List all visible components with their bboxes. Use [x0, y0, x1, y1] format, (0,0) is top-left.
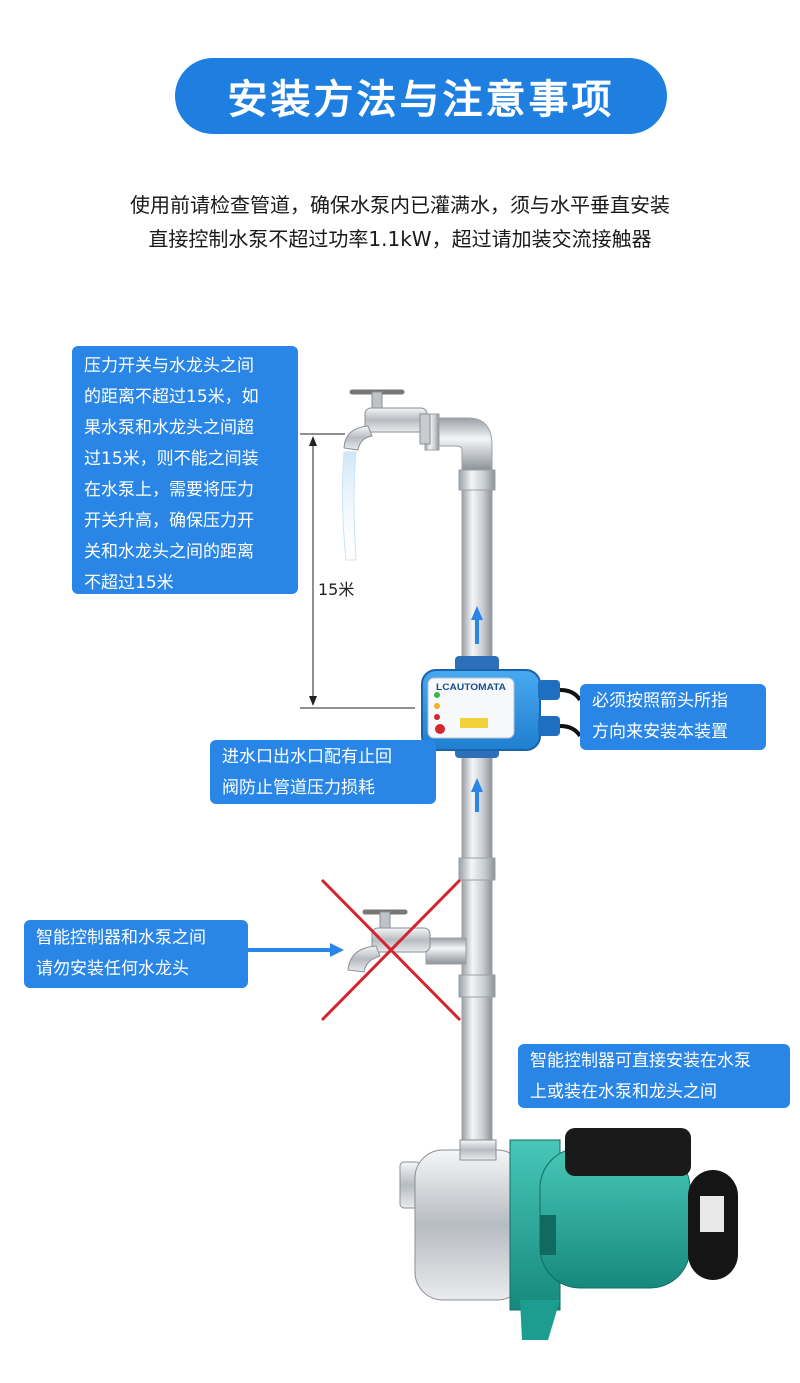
arrow-direction-callout-line: 方向来安装本装置 [592, 722, 728, 742]
page-title: 安装方法与注意事项 [227, 77, 615, 123]
mount-callout: 智能控制器可直接安装在水泵 上或装在水泵和龙头之间 [518, 1044, 790, 1108]
water-stream [341, 451, 357, 561]
pipe-joint [458, 974, 496, 998]
distance-callout-line: 过15米，则不能之间装 [84, 449, 259, 469]
top-elbow [431, 417, 493, 471]
red-cross-icon [320, 878, 462, 1022]
pipe-joint [458, 469, 496, 491]
distance-callout-line: 压力开关与水龙头之间 [84, 356, 254, 376]
mount-callout-line: 智能控制器可直接安装在水泵 [530, 1051, 751, 1071]
valves-callout: 进水口出水口配有止回 阀防止管道压力损耗 [210, 740, 436, 804]
water-pump [399, 1128, 738, 1340]
intro-text: 使用前请检查管道，确保水泵内已灌满水，须与水平垂直安装 直接控制水泵不超过功率1… [0, 188, 800, 256]
controller-brand-label: LCAUTOMATA [436, 682, 507, 692]
distance-callout-line: 不超过15米 [84, 573, 174, 593]
mount-callout-line: 上或装在水泵和龙头之间 [530, 1082, 717, 1102]
pipe-joint [458, 857, 496, 881]
distance-callout-line: 关和水龙头之间的距离 [84, 542, 254, 562]
intro-line-2: 直接控制水泵不超过功率1.1kW，超过请加装交流接触器 [148, 227, 652, 251]
distance-callout-line: 的距离不超过15米，如 [84, 387, 259, 407]
top-faucet-icon [343, 389, 431, 451]
flow-arrow-icon [471, 606, 483, 644]
title-banner: 安装方法与注意事项 [175, 58, 667, 134]
pointer-arrow-icon [248, 943, 344, 957]
no-faucet-callout-line: 智能控制器和水泵之间 [36, 928, 206, 948]
distance-callout-line: 果水泵和水龙头之间超 [84, 418, 254, 438]
no-faucet-callout: 智能控制器和水泵之间 请勿安装任何水龙头 [24, 920, 248, 988]
arrow-direction-callout: 必须按照箭头所指 方向来安装本装置 [580, 684, 766, 750]
distance-dimension-label: 15米 [318, 580, 355, 599]
distance-callout-line: 在水泵上，需要将压力 [84, 480, 254, 500]
flow-arrow-icon [471, 778, 483, 812]
distance-callout-line: 开关升高，确保压力开 [84, 511, 254, 531]
pressure-controller [421, 656, 582, 758]
distance-callout: 压力开关与水龙头之间 的距离不超过15米，如 果水泵和水龙头之间超 过15米，则… [72, 346, 298, 594]
no-faucet-callout-line: 请勿安装任何水龙头 [36, 959, 189, 979]
valves-callout-line: 进水口出水口配有止回 [222, 747, 392, 767]
valves-callout-line: 阀防止管道压力损耗 [222, 778, 375, 798]
intro-line-1: 使用前请检查管道，确保水泵内已灌满水，须与水平垂直安装 [130, 193, 670, 217]
side-tee-pipe [425, 937, 467, 965]
arrow-direction-callout-line: 必须按照箭头所指 [592, 691, 728, 711]
